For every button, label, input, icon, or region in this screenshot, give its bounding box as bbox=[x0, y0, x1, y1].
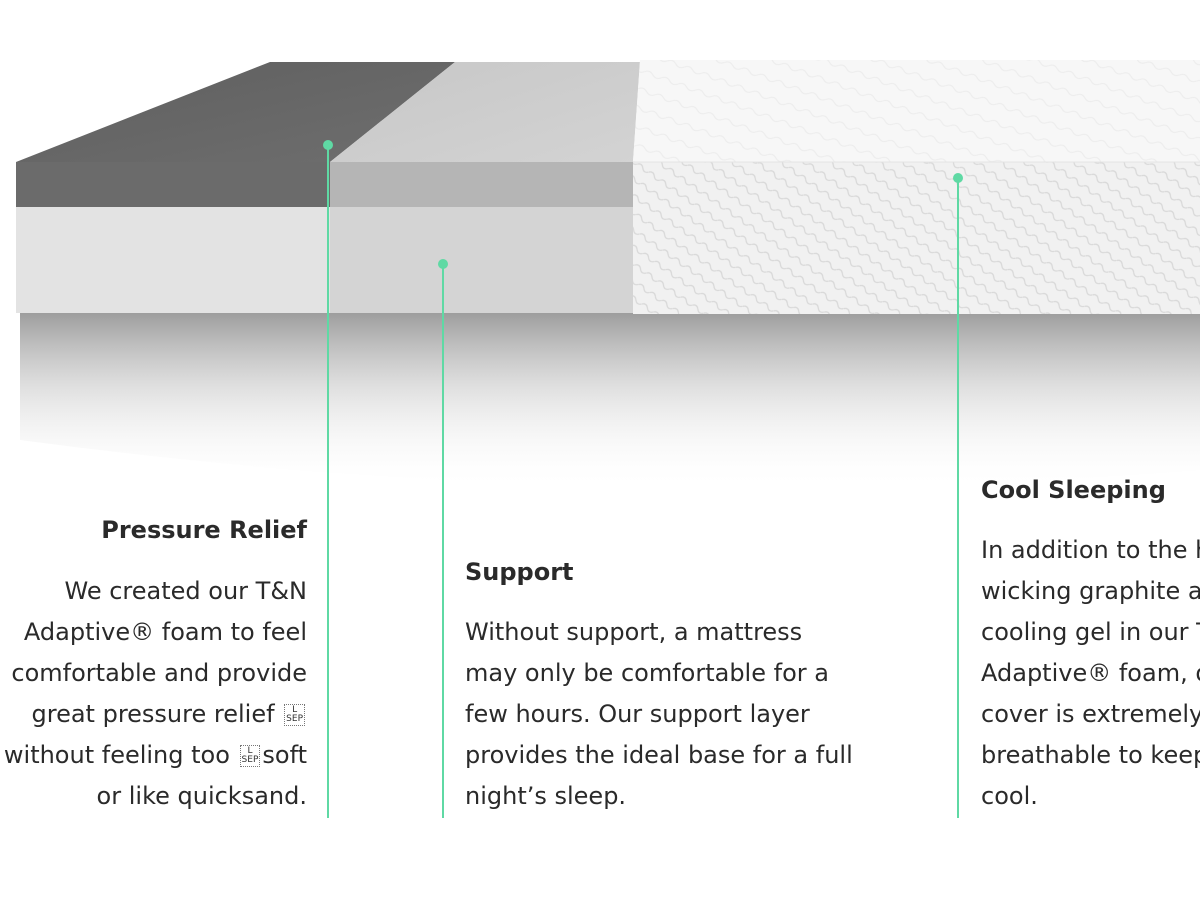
support-line-4: provides the ideal base for a full bbox=[465, 741, 853, 769]
pressure-line-6: or like quicksand. bbox=[96, 782, 307, 810]
pressure-callout-dot bbox=[323, 140, 333, 150]
cool-callout-dot bbox=[953, 173, 963, 183]
cool-line-7: cool. bbox=[981, 782, 1038, 810]
cool-sleeping-title: Cool Sleeping bbox=[981, 476, 1166, 504]
cover-side bbox=[633, 162, 1200, 314]
support-line-3: few hours. Our support layer bbox=[465, 700, 810, 728]
cover-top bbox=[633, 60, 1200, 162]
pressure-line-3: comfortable and provide bbox=[11, 659, 307, 687]
support-text: Without support, a mattress may only be … bbox=[465, 612, 853, 817]
comfort-layer-side bbox=[16, 162, 330, 207]
mattress-shadow bbox=[20, 300, 1200, 490]
pressure-relief-text: We created our T&N Adaptive® foam to fee… bbox=[4, 571, 307, 817]
pressure-line-2: Adaptive® foam to feel bbox=[23, 618, 307, 646]
base-layer-side-left bbox=[16, 207, 330, 313]
base-layer-side-mid bbox=[330, 207, 633, 313]
support-callout-dot bbox=[438, 259, 448, 269]
support-title: Support bbox=[465, 558, 574, 586]
support-layer-top bbox=[330, 62, 640, 162]
cool-line-6: breathable to keep bbox=[981, 741, 1200, 769]
pressure-line-5-tail: soft bbox=[262, 741, 307, 769]
support-line-2: may only be comfortable for a bbox=[465, 659, 829, 687]
support-line-5: night’s sleep. bbox=[465, 782, 627, 810]
comfort-layer-top bbox=[16, 62, 455, 162]
support-layer-side bbox=[330, 162, 633, 207]
pressure-line-1: We created our T&N bbox=[64, 577, 307, 605]
cool-line-2: wicking graphite ar bbox=[981, 577, 1200, 605]
cool-line-3: cooling gel in our T bbox=[981, 618, 1200, 646]
cool-line-1: In addition to the h bbox=[981, 536, 1200, 564]
cool-line-4: Adaptive® foam, o bbox=[981, 659, 1200, 687]
cool-line-5: cover is extremely bbox=[981, 700, 1200, 728]
pressure-relief-title: Pressure Relief bbox=[101, 516, 307, 544]
cool-sleeping-text: In addition to the h wicking graphite ar… bbox=[981, 530, 1200, 817]
pressure-line-4-text: great pressure relief bbox=[31, 700, 283, 728]
pressure-line-5-text: without feeling too bbox=[3, 741, 238, 769]
support-line-1: Without support, a mattress bbox=[465, 618, 803, 646]
